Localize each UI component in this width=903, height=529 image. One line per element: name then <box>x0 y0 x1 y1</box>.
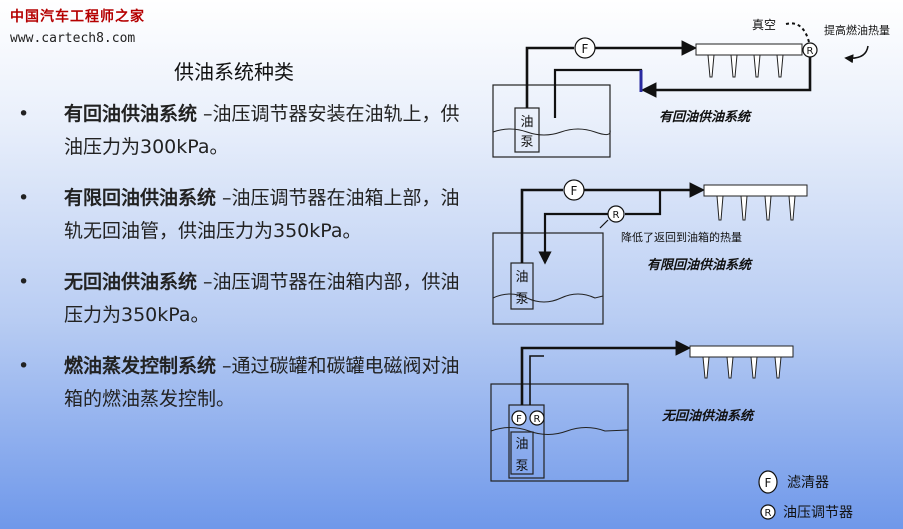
system-caption: 有限回油供油系统 <box>647 257 753 273</box>
return-line-to-tank <box>553 68 643 118</box>
legend-regulator-symbol: R <box>765 508 772 519</box>
fuel-tank <box>490 383 629 482</box>
regulator-symbol: R <box>613 210 620 221</box>
injector <box>702 356 710 379</box>
bullet-marker: • <box>18 355 30 377</box>
pump-label-top: 油 <box>515 437 528 452</box>
heat-arrow <box>844 45 869 64</box>
system-limited-return: 油 泵 F R 降低了返回到油箱的热量 有限回油供油系统 <box>492 179 808 325</box>
injector <box>750 356 758 379</box>
supply-line <box>520 340 692 405</box>
legend-filter-symbol: F <box>765 476 772 490</box>
system-caption: 无回油供油系统 <box>661 408 755 424</box>
bullet-item-2: • 有限回油供油系统 –油压调节器在油箱上部，油轨无回油管，供油压力为350kP… <box>14 182 474 248</box>
pump-label-top: 油 <box>515 270 528 285</box>
legend-filter-label: 滤清器 <box>787 475 829 491</box>
fuel-rail <box>689 345 794 358</box>
bullet-item-3: • 无回油供油系统 –油压调节器在油箱内部，供油压力为350kPa。 <box>14 266 474 332</box>
bullet-text: –通过碳罐和碳罐电磁阀对油箱的燃油蒸发控制。 <box>64 355 460 410</box>
fuel-level-line <box>492 293 604 303</box>
pump-label-bottom: 泵 <box>515 292 528 307</box>
fuel-tank <box>492 232 604 325</box>
injector <box>707 54 715 78</box>
bullet-marker: • <box>18 187 30 209</box>
bullet-text: –油压调节器安装在油轨上，供油压力为300kPa。 <box>64 103 460 158</box>
bullet-lead: 有限回油供油系统 <box>64 187 217 209</box>
bullet-lead: 有回油供油系统 <box>64 103 198 125</box>
injector <box>730 54 738 78</box>
bullet-list: • 有回油供油系统 –油压调节器安装在油轨上，供油压力为300kPa。 • 有限… <box>14 98 474 434</box>
legend-regulator-label: 油压调节器 <box>783 505 853 521</box>
filter-symbol: F <box>516 414 522 425</box>
injector <box>726 356 734 379</box>
slide-title: 供油系统种类 <box>174 60 294 84</box>
regulator-symbol: R <box>807 46 814 57</box>
injector <box>776 54 784 78</box>
return-line-to-tank <box>538 212 608 265</box>
watermark-site-name: 中国汽车工程师之家 <box>10 9 145 25</box>
bullet-lead: 燃油蒸发控制系统 <box>64 355 217 377</box>
bullet-text: –油压调节器在油箱内部，供油压力为350kPa。 <box>64 271 460 326</box>
fuel-pump <box>510 431 534 475</box>
injector <box>753 54 761 78</box>
injector <box>716 195 724 221</box>
system-caption: 有回油供油系统 <box>659 109 752 125</box>
fuel-level-line <box>490 427 629 435</box>
vacuum-label: 真空 <box>752 18 776 32</box>
pump-label-bottom: 泵 <box>515 459 528 474</box>
vacuum-line <box>785 22 810 43</box>
pump-label-bottom: 泵 <box>520 135 533 150</box>
return-line <box>640 57 812 98</box>
filter-symbol: F <box>582 42 589 56</box>
regulator-icon <box>529 410 545 426</box>
pump-module <box>508 404 545 479</box>
bullet-item-1: • 有回油供油系统 –油压调节器安装在油轨上，供油压力为300kPa。 <box>14 98 474 164</box>
injector <box>788 195 796 221</box>
heat-note: 提高燃油热量 <box>824 23 890 37</box>
injector <box>764 195 772 221</box>
fuel-rail <box>695 43 803 56</box>
legend-regulator-icon <box>760 504 776 520</box>
regulator-symbol: R <box>534 414 541 425</box>
fuel-level-line <box>492 128 611 136</box>
supply-line <box>520 188 563 263</box>
watermark-url: www.cartech8.com <box>10 31 136 46</box>
legend-filter-icon <box>758 470 778 494</box>
branch-line <box>625 190 662 216</box>
filter-icon <box>511 410 527 426</box>
injector <box>774 356 782 379</box>
filter-symbol: F <box>571 184 578 198</box>
pump-label-top: 油 <box>520 115 533 130</box>
bullet-marker: • <box>18 103 30 125</box>
bullet-text: –油压调节器在油箱上部，油轨无回油管，供油压力为350kPa。 <box>64 187 460 242</box>
heat-note: 降低了返回到油箱的热量 <box>621 230 742 244</box>
bullet-lead: 无回油供油系统 <box>64 271 198 293</box>
bullet-marker: • <box>18 271 30 293</box>
legend: F 滤清器 R 油压调节器 <box>758 470 853 521</box>
injector <box>740 195 748 221</box>
fuel-rail <box>703 184 808 197</box>
system-return: 油 泵 F R 真空 提高燃油热量 有回油供油系统 <box>492 18 890 158</box>
supply-line <box>525 46 574 108</box>
system-returnless: 油 泵 F R 无回油供油系统 <box>490 340 794 482</box>
note-pointer <box>599 219 609 229</box>
regulator-line <box>529 355 544 405</box>
fuel-tank <box>492 84 611 158</box>
bullet-item-4: • 燃油蒸发控制系统 –通过碳罐和碳罐电磁阀对油箱的燃油蒸发控制。 <box>14 350 474 416</box>
